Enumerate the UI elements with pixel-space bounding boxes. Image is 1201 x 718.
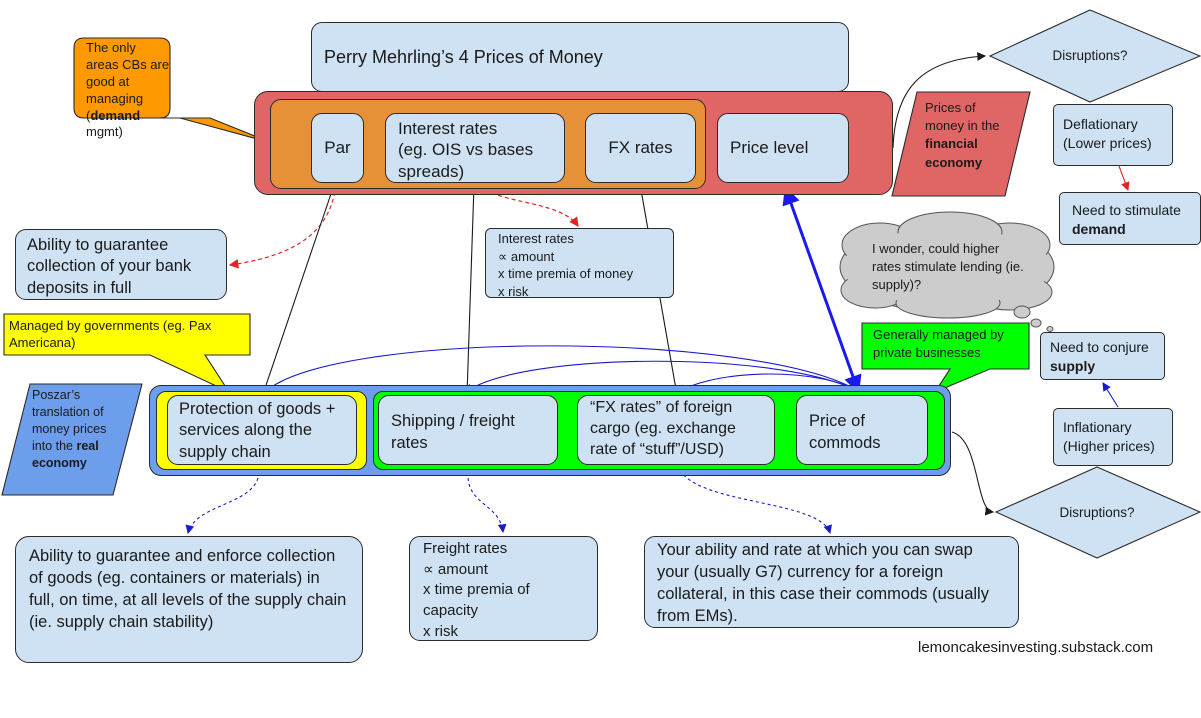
real-economy-label: Poszar’s translation of money prices int…	[32, 387, 112, 471]
cb-callout-end: mgmt)	[86, 124, 123, 140]
cargo-to-fx-note-arrow	[679, 469, 832, 535]
shipping-box: Shipping / freight rates	[378, 395, 558, 465]
shipping-to-freight-arrow	[467, 477, 507, 534]
disruptions-top-label: Disruptions?	[1040, 48, 1140, 63]
price-level-label: Price level	[730, 138, 809, 157]
real-label-text: Poszar’s translation of money prices int…	[32, 388, 107, 453]
financial-label-bold: financial economy	[925, 136, 983, 170]
protection-text: Protection of goods + services along the…	[179, 400, 336, 461]
financial-label-text: Prices of money in the	[925, 100, 1000, 134]
fx-swap-note: Your ability and rate at which you can s…	[644, 536, 1019, 628]
real-label-bold: real economy	[32, 438, 99, 470]
disruptions-top-diamond	[988, 9, 1201, 103]
page-title: Perry Mehrling’s 4 Prices of Money	[311, 22, 849, 92]
stimulate-bold: demand	[1072, 220, 1126, 237]
commods-to-protection-arc	[261, 345, 861, 396]
deflation-to-stimulate-arrow	[1118, 165, 1130, 192]
cb-callout-shape	[73, 37, 273, 144]
fx-cargo-box: “FX rates” of foreign cargo (eg. exchang…	[577, 395, 775, 465]
cb-callout-text: The only areas CBs are good at managing …	[86, 40, 170, 123]
real-economy-label-shape	[1, 383, 143, 496]
freight-rates-note: Freight rates ∝ amount x time premia of …	[409, 536, 598, 641]
private-callout-shape	[861, 322, 1030, 394]
disruptions-bottom-label: Disruptions?	[1047, 505, 1147, 520]
protection-to-guarantee-arrow	[185, 477, 259, 535]
shipping-text: Shipping / freight rates	[391, 412, 515, 453]
commods-text: Price of commods	[809, 412, 881, 453]
conjure-supply-box: Need to conjure supply	[1040, 332, 1165, 380]
real-to-disruptions-curve	[951, 431, 995, 516]
interest-rates-note: Interest rates ∝ amount x time premia of…	[485, 228, 674, 299]
footer-text: lemoncakesinvesting.substack.com	[918, 639, 1154, 656]
par-box: Par	[311, 113, 364, 183]
gov-callout-shape	[3, 313, 251, 394]
deflationary-box: Deflationary (Lower prices)	[1053, 104, 1173, 166]
bank-deposits-text: Ability to guarantee collection of your …	[27, 236, 192, 297]
conjure-text: Need to conjure	[1050, 339, 1149, 355]
par-to-protection-line	[260, 184, 335, 399]
inflationary-box: Inflationary (Higher prices)	[1053, 408, 1173, 466]
par-label: Par	[324, 138, 351, 157]
footer-source: lemoncakesinvesting.substack.com	[918, 639, 1153, 656]
fx-swap-text: Your ability and rate at which you can s…	[657, 541, 989, 625]
financial-to-disruptions-curve	[892, 52, 987, 149]
financial-economy-label: Prices of money in the financial economy	[925, 99, 1003, 172]
interest-rates-box: Interest rates (eg. OIS vs bases spreads…	[385, 113, 565, 183]
disruptions-bottom-diamond	[994, 466, 1201, 559]
page-title-text: Perry Mehrling’s 4 Prices of Money	[324, 46, 603, 67]
interest-to-shipping-line	[462, 184, 475, 397]
disruptions-bottom-text: Disruptions?	[1059, 505, 1135, 520]
goods-guarantee-text: Ability to guarantee and enforce collect…	[29, 547, 347, 631]
thought-text: I wonder, could higher rates stimulate l…	[872, 240, 1024, 294]
cb-callout: The only areas CBs are good at managing …	[86, 40, 170, 141]
thought-text-content: I wonder, could higher rates stimulate l…	[872, 241, 1024, 292]
conjure-bold: supply	[1050, 357, 1096, 374]
disruptions-top-text: Disruptions?	[1052, 48, 1128, 63]
price-level-box: Price level	[717, 113, 849, 183]
fx-rates-label: FX rates	[608, 138, 673, 157]
price-level-to-commods-arrow	[782, 186, 862, 394]
commods-box: Price of commods	[796, 395, 928, 465]
par-to-deposits-arrow	[228, 184, 337, 269]
commods-to-shipping-arc	[465, 360, 861, 393]
stimulate-demand-box: Need to stimulate demand	[1059, 192, 1201, 245]
gov-callout: Managed by governments (eg. Pax American…	[9, 318, 247, 352]
private-callout-text: Generally managed by private businesses	[873, 327, 1004, 360]
fx-cargo-text: “FX rates” of foreign cargo (eg. exchang…	[590, 399, 736, 458]
private-callout: Generally managed by private businesses	[873, 326, 1023, 361]
fx-rates-box: FX rates	[585, 113, 696, 183]
bank-deposits-box: Ability to guarantee collection of your …	[15, 229, 227, 300]
commods-to-cargo-arc	[677, 373, 861, 393]
protection-box: Protection of goods + services along the…	[167, 395, 357, 465]
financial-economy-label-shape	[891, 91, 1031, 197]
cb-callout-bold: demand	[90, 107, 141, 123]
inflation-to-conjure-arrow	[1102, 382, 1119, 408]
goods-guarantee-box: Ability to guarantee and enforce collect…	[15, 536, 363, 663]
gov-callout-text: Managed by governments (eg. Pax American…	[9, 318, 212, 350]
thought-cloud	[839, 211, 1055, 332]
stimulate-text: Need to stimulate	[1072, 202, 1181, 218]
